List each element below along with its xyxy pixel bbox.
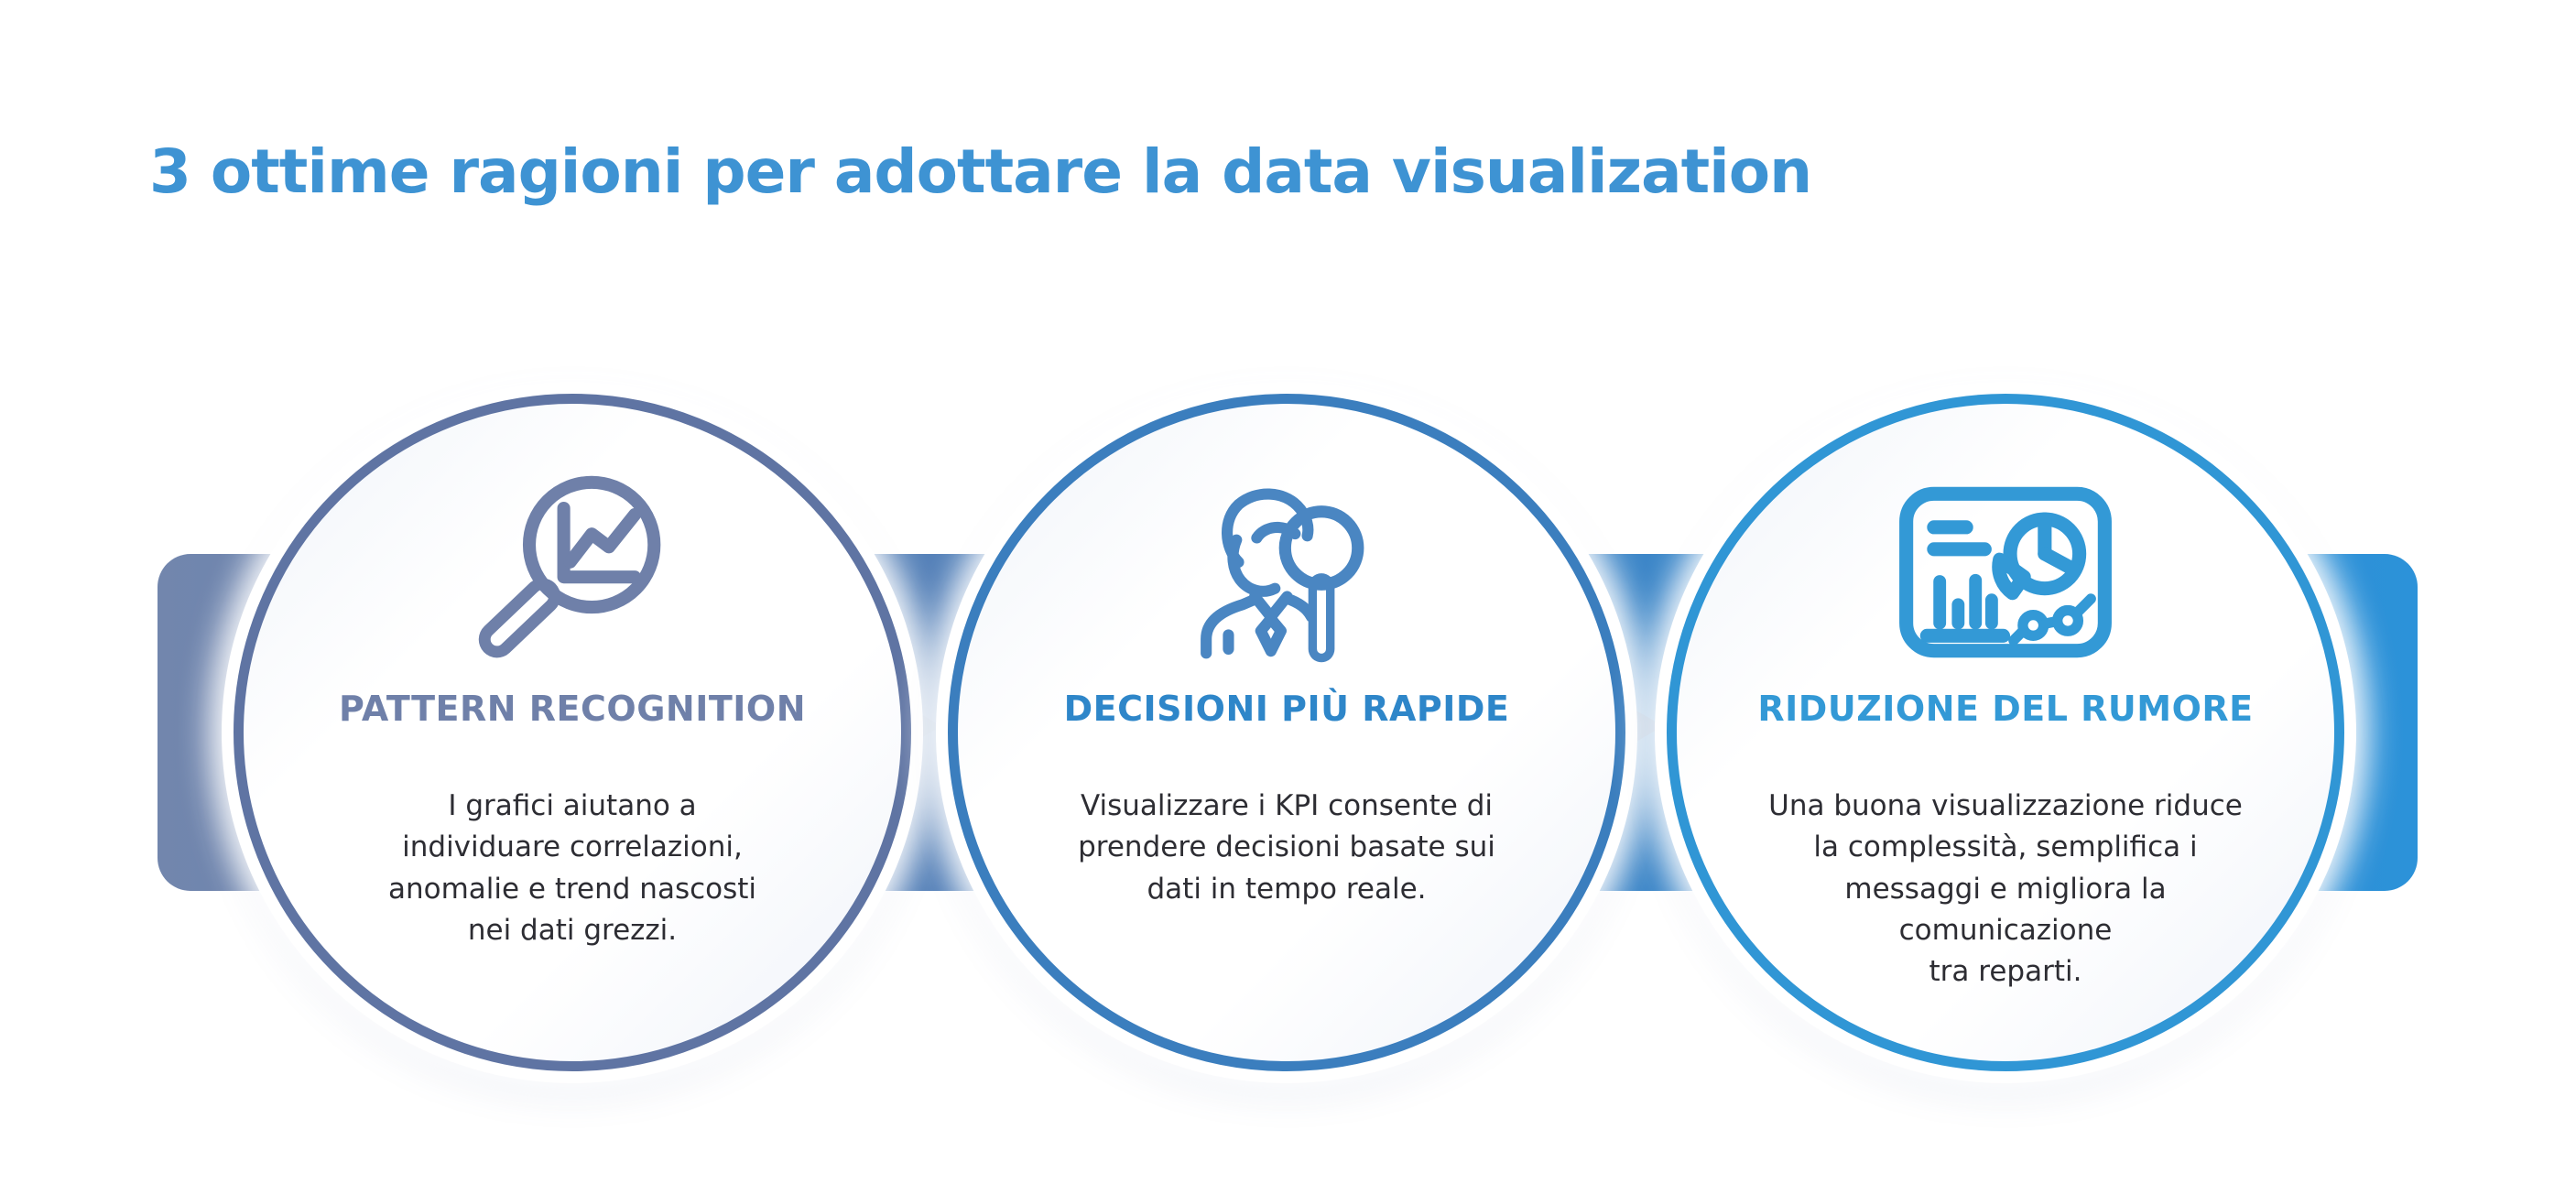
arrow-right-icon	[1630, 707, 1663, 745]
card-circle	[234, 394, 911, 1071]
card-riduzione-del-rumore: RIDUZIONE DEL RUMORE Una buona visualizz…	[1667, 394, 2344, 1071]
dashboard-charts-icon	[1667, 462, 2344, 682]
card-circle	[948, 394, 1625, 1071]
card-description: Una buona visualizzazione riduce la comp…	[1768, 789, 2243, 988]
person-with-magnifier-icon	[948, 462, 1625, 682]
card-title: RIDUZIONE DEL RUMORE	[1757, 689, 2254, 729]
magnifier-trend-chart-icon	[234, 462, 911, 682]
card-pattern-recognition: PATTERN RECOGNITION I grafici aiutano a …	[234, 394, 911, 1071]
arrow-right-icon	[908, 707, 941, 745]
page-title: 3 ottime ragioni per adottare la data vi…	[149, 136, 1812, 208]
card-circle	[1667, 394, 2344, 1071]
card-description: Visualizzare i KPI consente di prendere …	[1078, 789, 1495, 906]
card-decisioni-piu-rapide: DECISIONI PIÙ RAPIDE Visualizzare i KPI …	[948, 394, 1625, 1071]
card-title: DECISIONI PIÙ RAPIDE	[1063, 689, 1510, 729]
card-description: I grafici aiutano a individuare correlaz…	[387, 789, 757, 947]
card-title: PATTERN RECOGNITION	[339, 689, 806, 729]
